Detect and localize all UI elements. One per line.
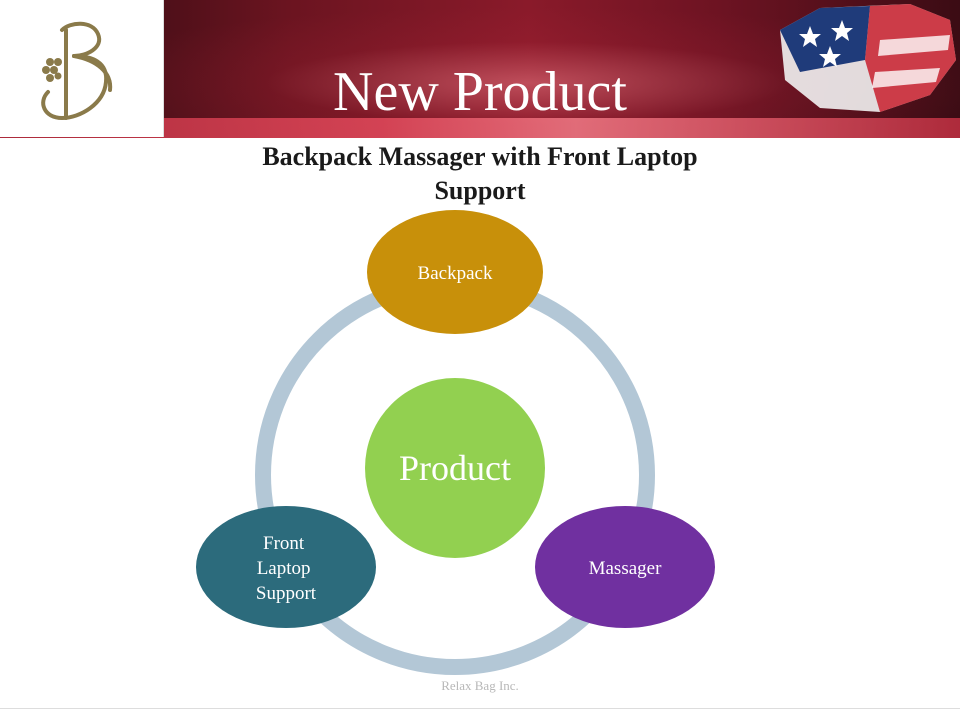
rb-monogram-logo	[41, 21, 113, 121]
center-node	[365, 378, 545, 558]
node-front-laptop-support	[196, 506, 376, 628]
footer-divider	[0, 708, 960, 709]
node-backpack	[367, 210, 543, 334]
node-label-line: Front	[263, 533, 305, 554]
center-node-label: Product	[399, 448, 511, 488]
node-massager	[535, 506, 715, 628]
us-flag-map-icon	[780, 4, 956, 112]
header-band	[0, 118, 960, 138]
logo-panel	[0, 0, 164, 137]
slide-title: New Product	[333, 61, 627, 123]
node-label-line: Support	[256, 583, 317, 604]
slide-subtitle: Backpack Massager with Front Laptop Supp…	[262, 142, 698, 205]
node-label-line: Laptop	[257, 558, 311, 579]
footer-company: Relax Bag Inc.	[441, 678, 519, 693]
node-massager-label: Massager	[589, 558, 662, 579]
node-front-laptop-support-label: Front Laptop Support	[256, 533, 317, 604]
node-backpack-label: Backpack	[418, 263, 493, 284]
